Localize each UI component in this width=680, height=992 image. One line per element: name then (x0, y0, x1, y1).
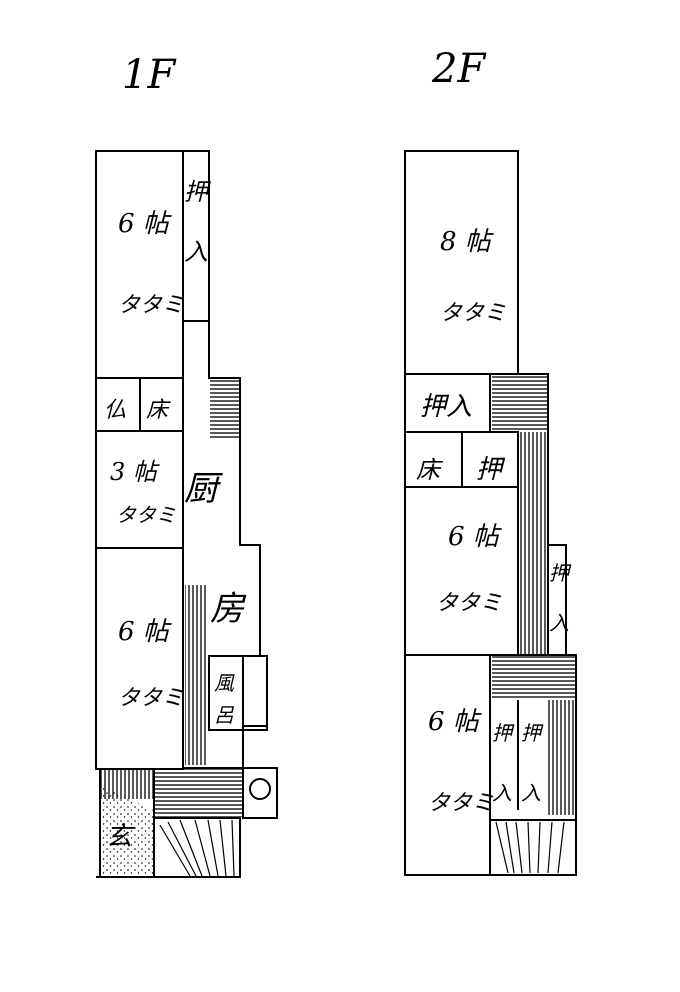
floor1-oshiire-box (182, 150, 210, 322)
floor1-oshiire-label-1: 押 (184, 178, 211, 206)
floor1-kitchen-label-1: 厨 (184, 469, 223, 509)
floor2-room8-type: タタミ (440, 301, 506, 326)
floor1-room3-size: 3 帖 (110, 458, 160, 486)
floor2-room6a-type: タタミ (436, 591, 502, 616)
floor1-room6a-type: タタミ (118, 293, 184, 318)
floor1-labels: 6 帖 タタミ 押 入 仏 床 3 帖 タタミ 厨 房 6 帖 タタミ 風 呂 … (104, 178, 247, 852)
floor1-butsu: 仏 (104, 398, 126, 423)
floor1-room3-type: タタミ (116, 503, 176, 527)
floor2-oshiire-e-2: 入 (521, 781, 541, 805)
floor1-entrance: 玄 (106, 822, 135, 852)
floor2-title: 2F (431, 46, 486, 92)
floor1-toko: 床 (146, 398, 171, 423)
floor1-kitchen-label-2: 房 (210, 589, 247, 629)
floor2-oshiire-c-2: 入 (549, 611, 569, 635)
floor2-oshiire-d-1: 押 (492, 721, 515, 745)
floor1-toilet-symbol (249, 778, 271, 800)
floor2-fills (492, 376, 576, 874)
floor2-room6b-type: タタミ (428, 791, 494, 816)
floor2-oshiire-d-2: 入 (492, 781, 512, 805)
floor1-room6b-type: タタミ (118, 686, 184, 711)
floor2-oshiire-a: 押入 (420, 392, 472, 422)
floor2-room6a-size: 6 帖 (448, 522, 503, 552)
floor1-bath-box (208, 655, 268, 731)
floor2-oshiire-e-1: 押 (521, 721, 544, 745)
floor1-fills (100, 378, 243, 877)
floor1-bath-label-1: 風 (214, 671, 235, 695)
floor2-oshiire-b: 押 (476, 455, 506, 485)
floor2-labels: 8 帖 タタミ 押入 床 押 6 帖 タタミ 押 入 6 帖 タタミ 押 入 押… (416, 227, 572, 816)
floor2-room8-walls (404, 150, 519, 375)
floor2-toko: 床 (416, 456, 444, 484)
floor1-oshiire-label-2: 入 (184, 238, 208, 266)
floor2-oshiire-c-1: 押 (549, 561, 572, 585)
floor1-bath-label-2: 呂 (214, 703, 235, 727)
floor1-room6b-size: 6 帖 (118, 617, 173, 647)
floor2-room8-size: 8 帖 (440, 227, 495, 257)
floor2-room6b-size: 6 帖 (428, 707, 483, 737)
floor1-title: 1F (122, 52, 176, 98)
floor1-room6a-size: 6 帖 (118, 209, 173, 239)
